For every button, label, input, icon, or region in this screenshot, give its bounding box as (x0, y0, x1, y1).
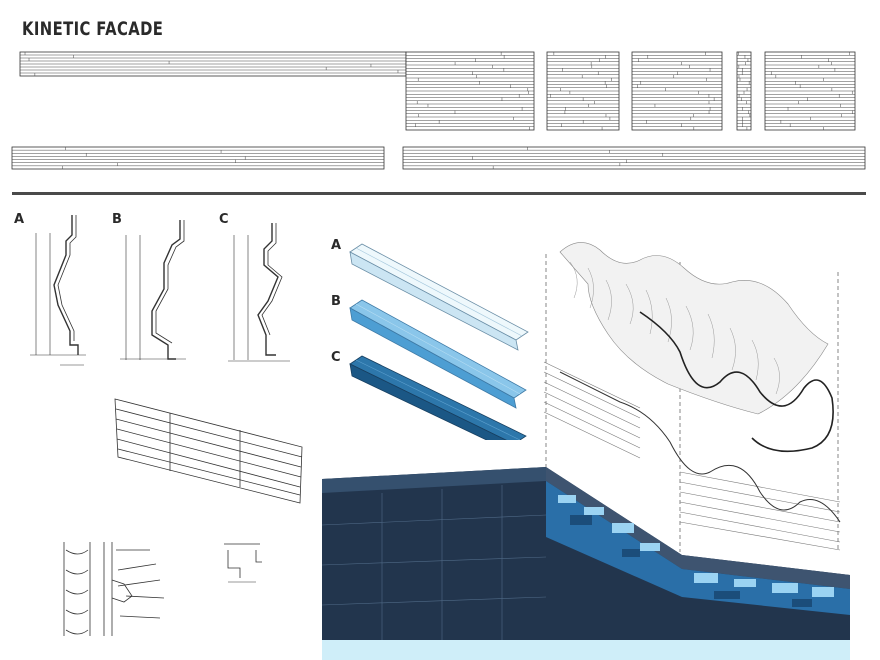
panel-renders (349, 243, 529, 440)
panel-render-a (349, 243, 529, 351)
profile-a-drawing (30, 215, 86, 366)
panel-render-b (349, 299, 527, 409)
section-divider (12, 192, 866, 195)
wall-section-detail (63, 542, 165, 636)
strip-block-1 (405, 51, 535, 131)
strip-block-5 (764, 51, 856, 131)
strip-bottom-left (11, 146, 385, 170)
profile-label-a: A (14, 212, 25, 227)
panel-label-a: A (331, 238, 342, 253)
strip-block-3 (631, 51, 723, 131)
facade-pattern-strips (11, 51, 866, 170)
strip-block-4 (736, 51, 752, 131)
profile-label-b: B (112, 212, 122, 227)
profile-section-drawings (30, 215, 290, 366)
profile-dimension-detail (224, 543, 262, 583)
page-title: KINETIC FACADE (22, 18, 164, 40)
panel-perspective-sketch (114, 398, 303, 504)
panel-label-b: B (331, 294, 341, 309)
profile-label-c: C (219, 212, 229, 227)
strip-bottom-right (402, 146, 866, 170)
profile-b-drawing (120, 220, 186, 360)
strip-block-2 (546, 51, 620, 131)
panel-label-c: C (331, 350, 341, 365)
building-facade-render (322, 467, 850, 660)
panel-render-c (349, 355, 527, 440)
profile-c-drawing (228, 223, 290, 362)
kinetic-motion-diagram (543, 242, 841, 552)
strip-top-left (19, 51, 407, 77)
